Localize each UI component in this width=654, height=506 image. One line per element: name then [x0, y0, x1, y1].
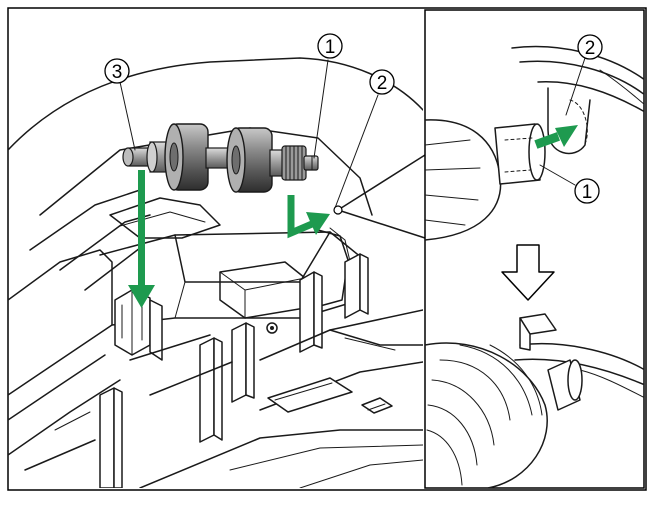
leader-3	[119, 81, 136, 151]
leader-1	[313, 59, 329, 159]
inset-callout-2: 2	[577, 34, 603, 60]
inset-detail	[425, 45, 644, 488]
scanner-top-panel	[39, 127, 373, 216]
insert-arrows	[128, 170, 330, 308]
callout-3: 3	[104, 58, 130, 84]
svg-text:2: 2	[585, 38, 596, 59]
feed-roller	[122, 123, 319, 193]
callout-1: 1	[317, 33, 343, 59]
inset-slot	[547, 87, 591, 155]
inset-installed-roller	[425, 342, 548, 488]
scanner-left-rail	[29, 189, 141, 251]
step-down-arrow	[501, 244, 555, 301]
svg-text:1: 1	[582, 182, 593, 203]
zoom-pointer	[337, 154, 426, 239]
svg-text:2: 2	[377, 73, 388, 94]
svg-text:1: 1	[325, 37, 336, 58]
guide-post-1	[199, 337, 215, 443]
leader-2	[334, 94, 379, 209]
callout-2: 2	[369, 69, 395, 95]
svg-text:3: 3	[112, 62, 123, 83]
guide-post-3	[99, 387, 115, 488]
main-view	[8, 57, 423, 488]
inset-callout-1: 1	[574, 178, 600, 204]
center-block	[219, 261, 306, 319]
right-fin-2	[344, 253, 361, 319]
feed-recess	[109, 197, 221, 239]
front-slot	[267, 377, 353, 413]
chassis-left	[8, 249, 113, 396]
guide-post-2	[231, 322, 247, 403]
front-tab	[361, 397, 393, 414]
outer-frame	[7, 7, 647, 491]
scanner-back-edge	[8, 57, 423, 151]
